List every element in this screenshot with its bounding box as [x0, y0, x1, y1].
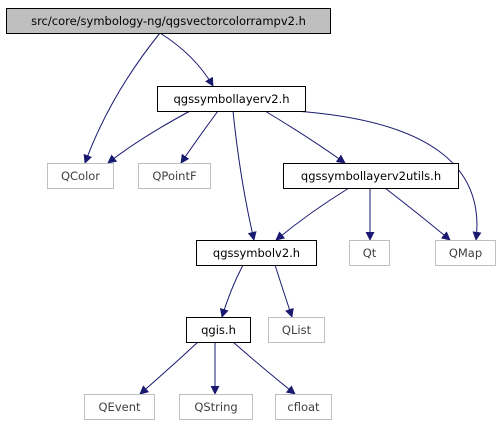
node-qpointf-box: [138, 163, 211, 189]
edge-root-to-symlayer: [159, 32, 214, 87]
node-qmap-label: QMap: [449, 246, 482, 260]
node-qlist-box: [268, 317, 325, 343]
node-qstring: QString: [179, 394, 253, 420]
node-qstring-label: QString: [194, 400, 237, 414]
node-qpointf-label: QPointF: [152, 169, 196, 183]
edge-utils-to-qmap: [384, 187, 451, 241]
edge-qgis-to-qevent: [139, 341, 199, 395]
edge-symlayer-to-qpointf: [180, 110, 219, 164]
node-utils-box[interactable]: [283, 163, 459, 189]
node-qevent: QEvent: [84, 394, 155, 420]
node-qmap-box: [435, 240, 496, 266]
node-cfloat-box: [275, 394, 332, 420]
node-utils-label: qgssymbollayerv2utils.h: [301, 169, 441, 183]
node-utils[interactable]: qgssymbollayerv2utils.h: [283, 163, 459, 189]
node-symbol[interactable]: qgssymbolv2.h: [196, 240, 317, 266]
node-qcolor: QColor: [47, 163, 114, 189]
edge-utils-to-symbol: [275, 187, 350, 241]
edge-symlayer-to-symbol: [232, 110, 257, 241]
node-symlayer-box[interactable]: [157, 86, 306, 112]
node-symbol-label: qgssymbolv2.h: [213, 246, 300, 260]
node-qt-label: Qt: [363, 246, 377, 260]
node-qmap: QMap: [435, 240, 496, 266]
edge-root-to-qcolor: [83, 32, 161, 164]
edge-symbol-to-qlist: [274, 264, 294, 318]
edge-symlayer-to-qcolor: [107, 110, 191, 164]
node-root[interactable]: src/core/symbology-ng/qgsvectorcolorramp…: [6, 8, 331, 34]
node-qgis-label: qgis.h: [201, 323, 236, 337]
node-root-label: src/core/symbology-ng/qgsvectorcolorramp…: [31, 14, 306, 28]
node-symbol-box[interactable]: [196, 240, 317, 266]
node-qgis[interactable]: qgis.h: [186, 317, 251, 343]
node-qevent-label: QEvent: [99, 400, 141, 414]
node-cfloat-label: cfloat: [287, 400, 320, 414]
node-root-box[interactable]: [6, 8, 331, 34]
edge-symlayer-to-utils: [264, 110, 346, 164]
edge-symlayer-to-qmap: [294, 110, 482, 241]
node-qt-box: [349, 240, 390, 266]
dependency-nodes: src/core/symbology-ng/qgsvectorcolorramp…: [6, 8, 496, 420]
node-qcolor-box: [47, 163, 114, 189]
node-cfloat: cfloat: [275, 394, 332, 420]
node-qt: Qt: [349, 240, 390, 266]
node-qlist-label: QList: [282, 323, 312, 337]
node-qcolor-label: QColor: [61, 169, 100, 183]
node-qlist: QList: [268, 317, 325, 343]
node-symlayer-label: qgssymbollayerv2.h: [173, 92, 289, 106]
edge-qgis-to-cfloat: [232, 341, 296, 395]
node-symlayer[interactable]: qgssymbollayerv2.h: [157, 86, 306, 112]
node-qgis-box[interactable]: [186, 317, 251, 343]
node-qevent-box: [84, 394, 155, 420]
dependency-edges: [83, 32, 482, 395]
node-qpointf: QPointF: [138, 163, 211, 189]
node-qstring-box: [179, 394, 253, 420]
edge-symbol-to-qgis: [219, 264, 244, 318]
